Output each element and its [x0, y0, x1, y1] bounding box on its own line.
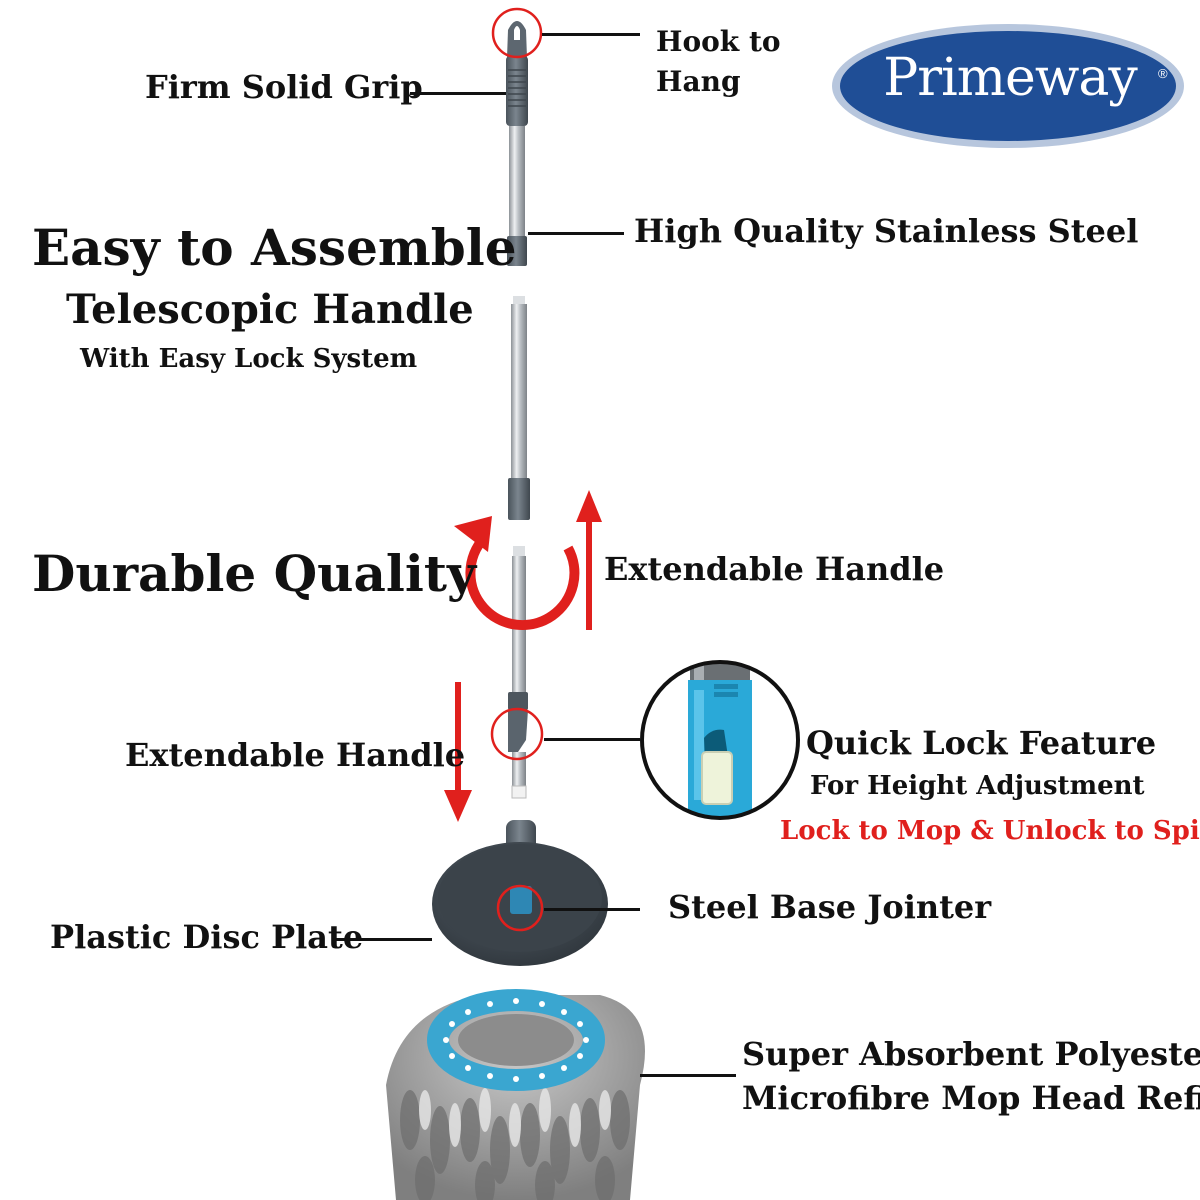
grip-label: Firm Solid Grip [145, 68, 423, 106]
upper-handle [506, 21, 528, 266]
grip [506, 56, 528, 126]
lock-clip [508, 710, 528, 752]
lock-spin-label: Lock to Mop & Unlock to Spin [780, 816, 1200, 846]
disc-leader-line [336, 938, 432, 941]
refill-leader-line [640, 1074, 736, 1077]
hook-label: Hook to Hang [656, 25, 781, 98]
steel-tube-middle [511, 304, 527, 480]
base-jointer-label: Steel Base Jointer [668, 888, 992, 926]
steel-tube-upper [509, 126, 525, 238]
lock-leader-line [544, 738, 640, 741]
heading-durable: Durable Quality [32, 544, 477, 603]
mop-head [386, 989, 645, 1200]
heading-assemble: Easy to Assemble [32, 218, 517, 277]
middle-handle [508, 296, 530, 520]
disc-plate [432, 820, 608, 966]
jointer-leader-line [544, 908, 640, 911]
hook-leader-line [542, 33, 640, 36]
quick-lock-zoom [640, 660, 800, 820]
quick-lock-label: Quick Lock Feature [806, 724, 1157, 762]
down-arrow-icon [444, 682, 472, 822]
highlight-circle-icon [491, 7, 543, 59]
rotate-arrow-icon [454, 516, 580, 631]
grip-leader-line [410, 92, 506, 95]
extend-up-label: Extendable Handle [604, 550, 945, 588]
registered-mark: ® [1158, 66, 1168, 81]
highlight-circle-icon [496, 884, 544, 932]
brand-name: Primeway [883, 48, 1137, 108]
heading-telescopic: Telescopic Handle [66, 286, 474, 333]
steel-label: High Quality Stainless Steel [634, 212, 1139, 250]
steel-base-jointer [510, 886, 532, 914]
extend-down-label: Extendable Handle [125, 736, 466, 774]
heading-lock-system: With Easy Lock System [80, 344, 418, 374]
up-arrow-icon [576, 490, 602, 630]
brand-logo [832, 24, 1184, 148]
highlight-circle-icon [490, 707, 544, 761]
height-adjust-label: For Height Adjustment [810, 771, 1145, 801]
steel-leader-line [528, 232, 624, 235]
disc-plate-label: Plastic Disc Plate [50, 918, 364, 956]
refill-label: Super Absorbent Polyester Microfibre Mop… [742, 1035, 1200, 1117]
